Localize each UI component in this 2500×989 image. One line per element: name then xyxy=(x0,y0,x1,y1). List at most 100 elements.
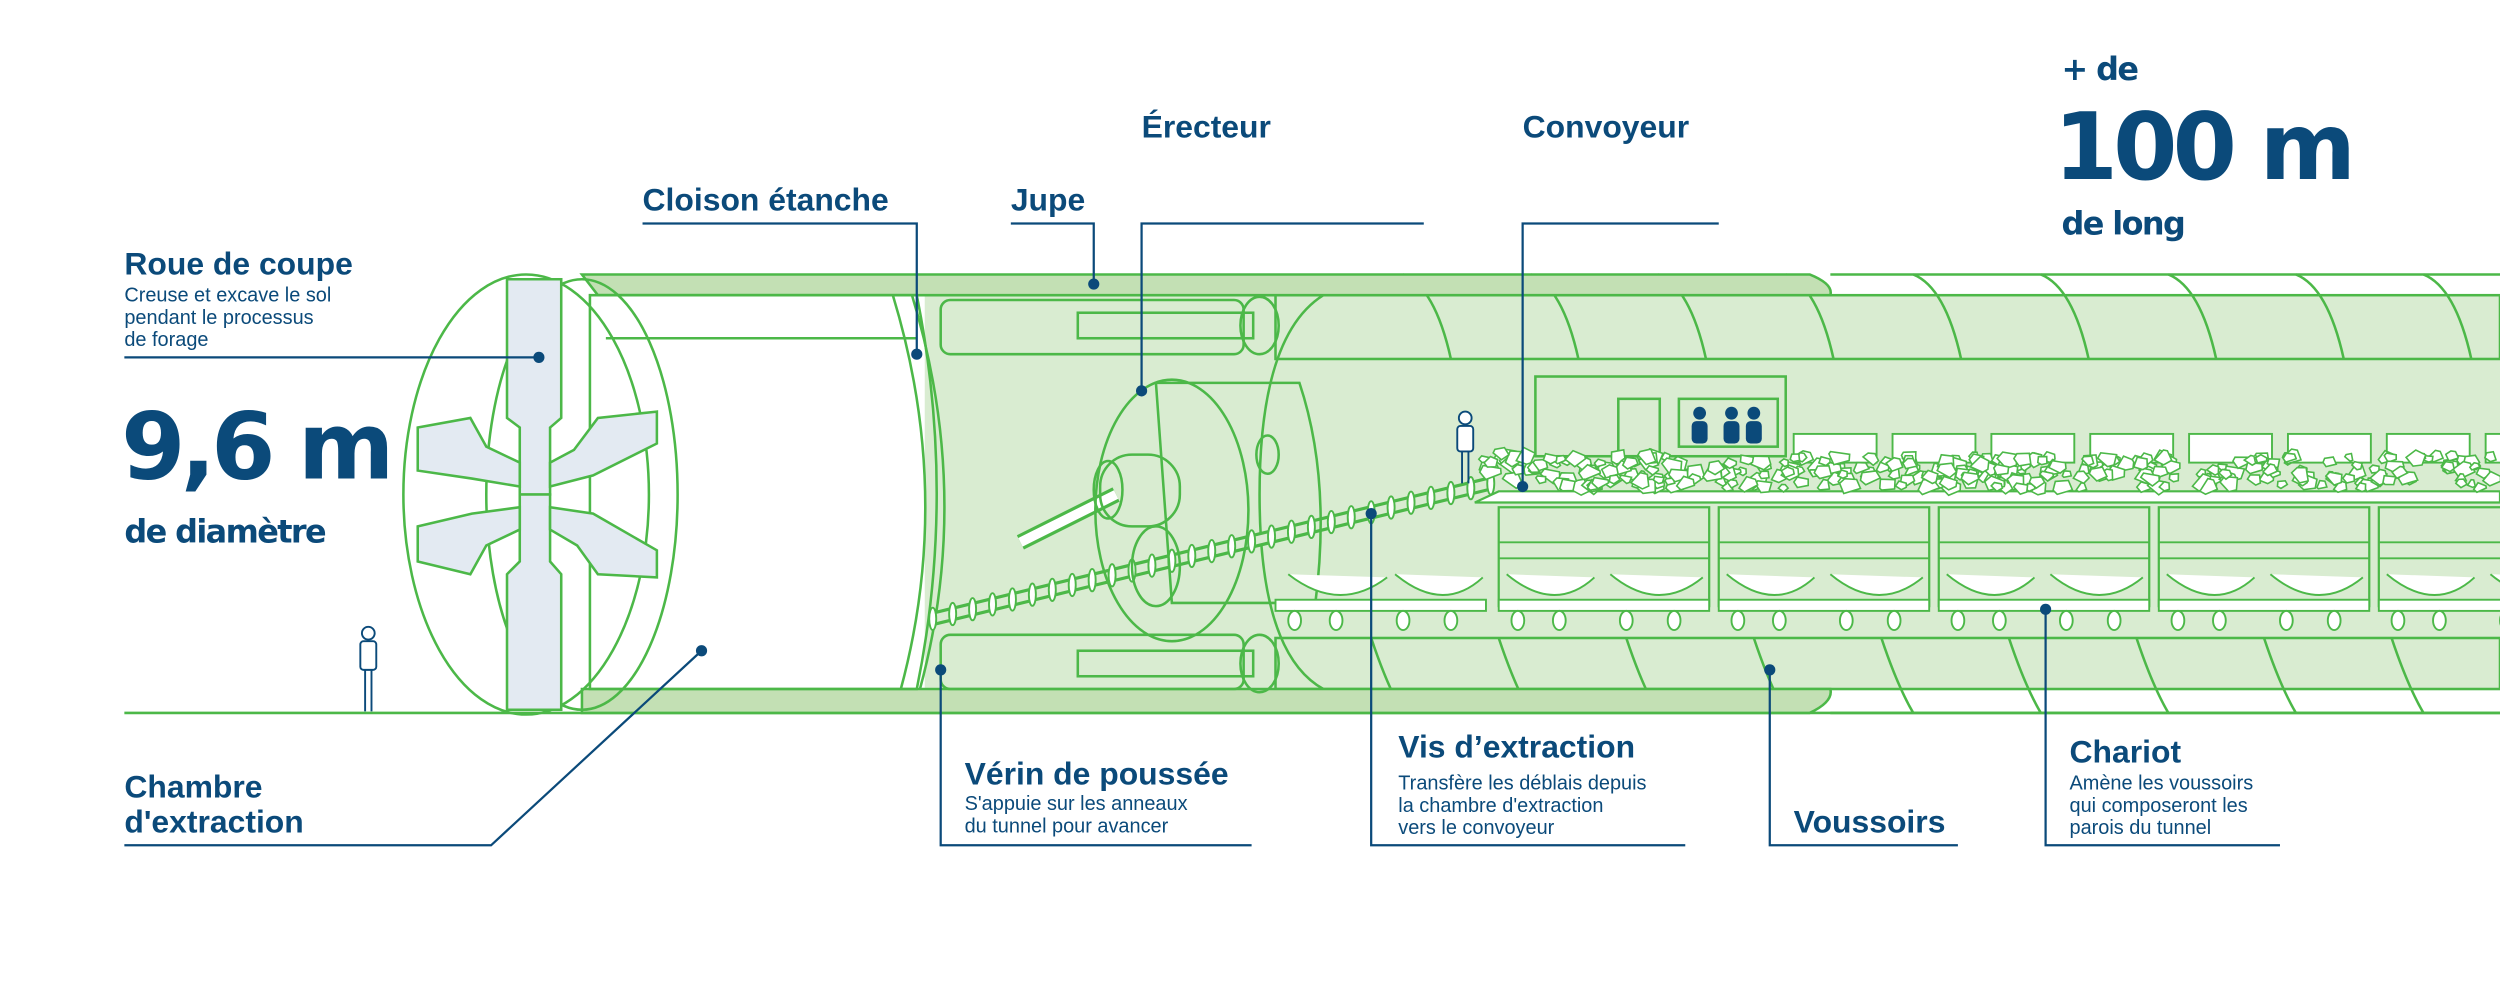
rock xyxy=(1621,456,1639,470)
rock xyxy=(2481,470,2500,487)
rock xyxy=(1920,469,1939,485)
wheel xyxy=(1730,609,1746,631)
rock xyxy=(2168,472,2180,483)
screw-tooth xyxy=(1067,572,1077,598)
rock xyxy=(2244,461,2264,475)
cutter-wheel-title: Roue de coupe xyxy=(124,245,352,281)
segment-ring-arc xyxy=(2135,637,2170,714)
wheel xyxy=(1618,609,1634,631)
rock xyxy=(2382,474,2397,486)
wheel xyxy=(1443,609,1459,631)
skirt-top xyxy=(579,273,1832,297)
rock xyxy=(1515,446,1537,466)
rock xyxy=(1758,470,1770,480)
screw-tooth xyxy=(1047,577,1057,602)
thrust-jack-title: Vérin de poussée xyxy=(965,756,1229,792)
rock xyxy=(2246,474,2262,487)
rock xyxy=(1542,452,1558,465)
rock xyxy=(1652,475,1666,485)
conveyor-belt xyxy=(1474,490,2500,504)
rock xyxy=(1960,471,1980,486)
rock xyxy=(1511,463,1526,476)
screw-tooth xyxy=(1346,505,1356,530)
screw-tooth xyxy=(1147,553,1157,578)
rock xyxy=(2282,452,2298,464)
screw-conveyor-title: Vis d’extraction xyxy=(1398,729,1635,765)
rock xyxy=(2139,472,2161,488)
rock xyxy=(1739,454,1755,466)
rock xyxy=(2322,456,2338,468)
segment-ring-arc xyxy=(2167,273,2218,360)
rock xyxy=(2454,478,2469,489)
wheel xyxy=(1838,609,1854,631)
screw-conveyor xyxy=(928,471,1496,631)
carriage-deck xyxy=(2377,598,2500,612)
rock xyxy=(2332,479,2348,494)
segment-ring-arc xyxy=(1880,637,1915,714)
label-carriage: Chariot Amène les voussoirs qui composer… xyxy=(2070,733,2254,839)
conveyor-title: Convoyeur xyxy=(1523,108,1690,144)
screw-tooth xyxy=(1406,490,1416,515)
wheel xyxy=(2058,609,2074,631)
thrust-jack-desc-line: du tunnel pour avancer xyxy=(965,816,1169,838)
screw-tooth xyxy=(1187,543,1197,569)
cutter-wheel-desc-line: pendant le processus xyxy=(124,307,313,329)
segment-ring-arc xyxy=(1912,273,1963,360)
rock xyxy=(2350,460,2364,471)
diameter-caption: de diamètre xyxy=(124,512,326,550)
length-prefix: + de xyxy=(2062,50,2139,88)
rock xyxy=(2028,476,2046,490)
wheel xyxy=(1666,609,1682,631)
wheel xyxy=(1886,609,1902,631)
rock xyxy=(1618,474,1633,485)
rock xyxy=(2047,459,2067,475)
rock xyxy=(2276,479,2289,490)
wheel xyxy=(1510,609,1526,631)
segment-load xyxy=(1506,573,1704,596)
rock xyxy=(2354,481,2367,493)
wheel xyxy=(2326,609,2342,631)
screw-tooth xyxy=(928,606,938,631)
wheel xyxy=(1551,609,1567,631)
wheel xyxy=(1992,609,2007,631)
rock xyxy=(2075,481,2088,493)
rock xyxy=(1577,463,1602,482)
carriage-desc-line: qui composeront les xyxy=(2070,795,2248,817)
wheel xyxy=(2170,609,2186,631)
rock xyxy=(1817,455,1831,467)
rock xyxy=(2158,480,2171,492)
wheel xyxy=(1328,609,1344,631)
train-car-illustration xyxy=(1274,432,2500,631)
rock xyxy=(1852,461,1871,475)
rock xyxy=(2390,465,2409,480)
rock xyxy=(1564,449,1587,468)
rock xyxy=(1936,462,1958,479)
rock xyxy=(2096,452,2118,468)
rock xyxy=(1629,471,1650,490)
cutter-wheel-desc-line: de forage xyxy=(124,329,208,351)
length-value: 100 m xyxy=(2054,93,2352,201)
screw-tooth xyxy=(1247,529,1257,554)
rock xyxy=(1938,475,1958,491)
rock xyxy=(1780,466,1796,479)
wheel xyxy=(1950,609,1966,631)
rock xyxy=(2218,475,2239,493)
erector xyxy=(1016,378,1322,643)
wheel xyxy=(2390,609,2406,631)
rock xyxy=(1837,468,1848,480)
skirt-bottom xyxy=(580,687,1832,715)
rock xyxy=(1707,459,1726,476)
rock xyxy=(2368,464,2380,474)
wheel xyxy=(1287,609,1302,631)
rock-debris-illustration xyxy=(1477,446,2500,497)
rock xyxy=(1492,446,1511,461)
rock xyxy=(2290,466,2310,484)
segment-ring-arc xyxy=(2262,637,2298,714)
screw-tooth xyxy=(968,597,978,622)
rock xyxy=(1992,463,2010,476)
screw-tooth xyxy=(988,592,997,617)
length-caption: de long xyxy=(2062,205,2185,243)
rock xyxy=(2153,449,2173,466)
segment-ring-arc xyxy=(2040,273,2090,360)
